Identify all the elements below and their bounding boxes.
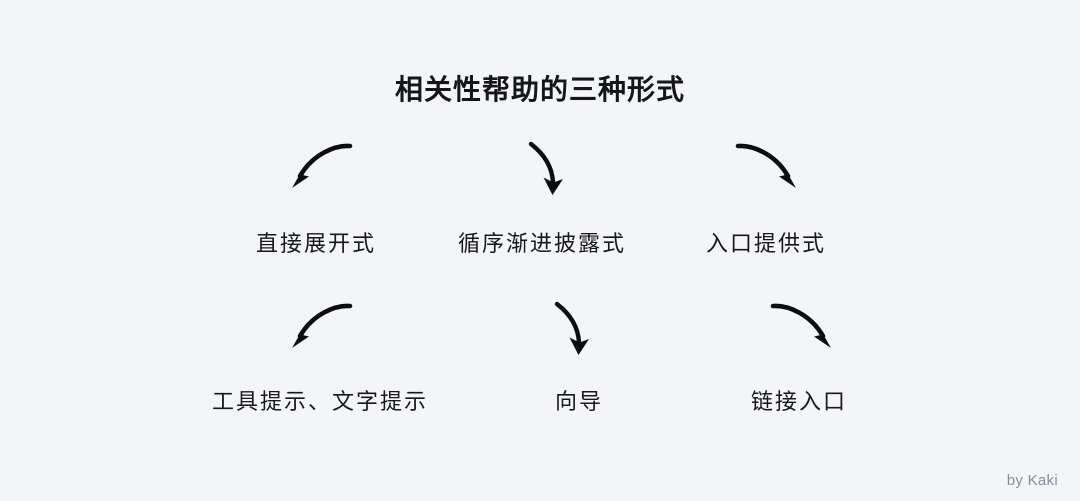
diagram-row-1: 直接展开式 循序渐进披露式 入口提供式 [0,138,1080,256]
diagram-item-label: 循序渐进披露式 [457,232,626,257]
diagram-item-label: 工具提示、文字提示 [211,390,428,415]
diagram-item: 链接入口 [694,298,904,414]
diagram-item: 工具提示、文字提示 [176,298,464,414]
diagram-item-label: 向导 [554,390,603,415]
curved-arrow-down-left-icon [206,138,430,210]
curved-arrow-down-icon [460,298,690,370]
curved-arrow-down-right-icon [700,298,910,370]
diagram-item: 直接展开式 [204,138,428,256]
curved-arrow-down-left-icon [174,298,462,370]
diagram-item-label: 入口提供式 [705,232,826,257]
diagram-item-label: 直接展开式 [255,232,376,257]
page-title: 相关性帮助的三种形式 [394,74,685,105]
curved-arrow-down-right-icon [660,138,880,210]
watermark: by Kaki [1006,472,1058,489]
diagram-item: 向导 [464,298,694,414]
diagram-item-label: 链接入口 [750,390,847,415]
curved-arrow-down-icon [435,138,663,210]
diagram-item: 入口提供式 [656,138,876,256]
diagram-item: 循序渐进披露式 [428,138,656,256]
diagram-row-2: 工具提示、文字提示 向导 链接入口 [0,298,1080,414]
